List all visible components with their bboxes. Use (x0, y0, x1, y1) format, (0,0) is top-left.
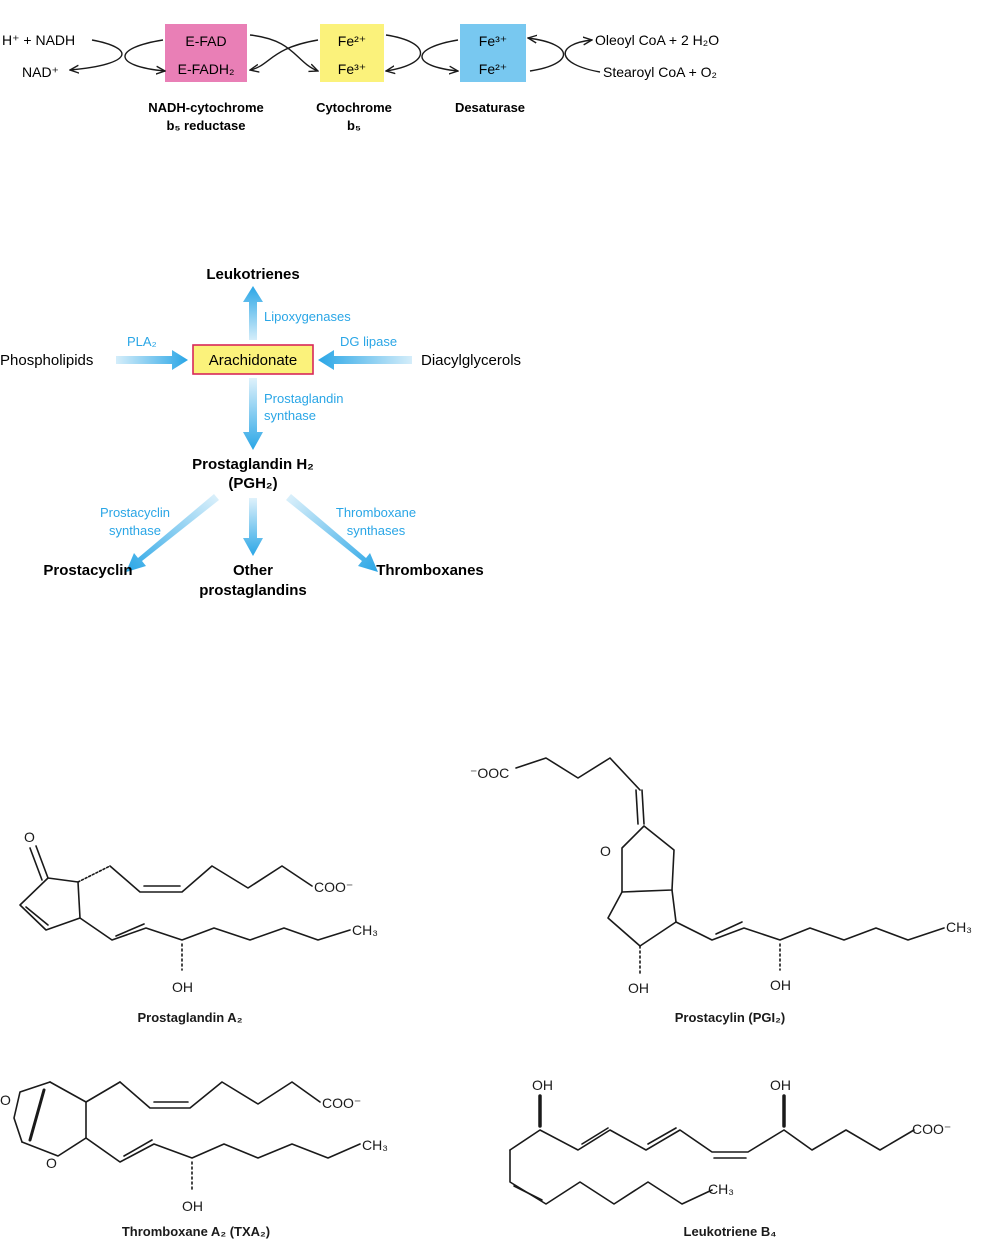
cyt-fe2-label: Fe²⁺ (338, 33, 366, 49)
leukotrienes-label: Leukotrienes (206, 266, 299, 283)
pga2-ch3: CH₃ (352, 922, 378, 938)
txa2-oh: OH (182, 1198, 203, 1214)
cyt-fe3-label: Fe³⁺ (338, 61, 366, 77)
other-prostaglandins-label-2: prostaglandins (199, 582, 307, 599)
txa2-oxygen-2: O (46, 1155, 57, 1171)
desaturase-box (460, 24, 526, 82)
leukotriene-b4-structure (509, 1094, 915, 1205)
prostacyclin-label: Prostacyclin (43, 562, 132, 579)
curved-arrow (249, 34, 318, 71)
curved-arrow (70, 39, 123, 70)
pga2-oxygen: O (24, 829, 35, 845)
txa2-ch3: CH₃ (362, 1137, 388, 1153)
nadh-label: H⁺ + NADH (2, 32, 75, 48)
down-right-arrow (286, 494, 378, 572)
reductase-label: NADH-cytochrome (148, 100, 264, 115)
thromboxanes-label: Thromboxanes (376, 562, 484, 579)
des-fe3-label: Fe³⁺ (479, 33, 507, 49)
pga2-coo: COO⁻ (314, 879, 353, 895)
left-arrow (116, 350, 188, 370)
other-prostaglandins-label: Other (233, 562, 273, 579)
down-arrow (243, 378, 263, 450)
prostaglandin-a2-structure (19, 845, 351, 971)
pga2-oh: OH (172, 979, 193, 995)
desaturase-electron-chain: H⁺ + NADH NAD⁺ E-FAD E-FADH₂ Fe²⁺ Fe³⁺ F… (2, 24, 719, 133)
down-mid-arrow (243, 498, 263, 556)
lipoxygenases-label: Lipoxygenases (264, 309, 351, 324)
e-fad-box (165, 24, 247, 82)
prostaglandin-synthase-label-2: synthase (264, 408, 316, 423)
thromboxane-synthases-label: Thromboxane (336, 505, 416, 520)
arachidonate-box (192, 344, 314, 375)
ltb4-name: Leukotriene B₄ (684, 1224, 777, 1239)
pgi2-ch3: CH₃ (946, 919, 972, 935)
txa2-name: Thromboxane A₂ (TXA₂) (122, 1224, 270, 1239)
prostacyclin-structure (515, 757, 945, 975)
cytochrome-label-2: b₅ (347, 118, 361, 133)
curved-arrow (528, 38, 564, 72)
desaturase-label: Desaturase (455, 100, 525, 115)
ltb4-coo: COO⁻ (912, 1121, 951, 1137)
ltb4-oh-1: OH (532, 1077, 553, 1093)
txa2-oxygen-1: O (0, 1092, 11, 1108)
pgi2-oxygen: O (600, 843, 611, 859)
curved-arrow (564, 40, 601, 73)
ltb4-oh-2: OH (770, 1077, 791, 1093)
diacylglycerols-label: Diacylglycerols (421, 352, 521, 369)
pgi2-coo: ⁻OOC (470, 765, 509, 781)
oleoyl-coa-label: Oleoyl CoA + 2 H₂O (595, 32, 719, 48)
pgi2-oh-1: OH (628, 980, 649, 996)
arachidonate-label: Arachidonate (209, 352, 297, 369)
prostaglandin-synthase-label: Prostaglandin (264, 391, 344, 406)
txa2-coo: COO⁻ (322, 1095, 361, 1111)
pla2-label: PLA₂ (127, 334, 157, 349)
e-fadh2-label: E-FADH₂ (178, 61, 235, 77)
pgh2-label: Prostaglandin H₂ (192, 456, 314, 473)
up-arrow (243, 286, 263, 340)
e-fad-label: E-FAD (185, 33, 226, 49)
curved-arrow (124, 39, 165, 71)
prostacyclin-synthase-label: Prostacyclin (100, 505, 170, 520)
cytochrome-b5-box (320, 24, 384, 82)
stearoyl-coa-label: Stearoyl CoA + O₂ (603, 64, 717, 80)
prostacyclin-synthase-label-2: synthase (109, 523, 161, 538)
des-fe2-label: Fe²⁺ (479, 61, 507, 77)
down-left-arrow (126, 494, 219, 572)
cytochrome-label: Cytochrome (316, 100, 392, 115)
ltb4-ch3: CH₃ (708, 1181, 734, 1197)
curved-arrow (250, 39, 319, 70)
pgh2-abbrev: (PGH₂) (228, 475, 277, 492)
dg-lipase-label: DG lipase (340, 334, 397, 349)
pga2-name: Prostaglandin A₂ (138, 1010, 243, 1025)
phospholipids-label: Phospholipids (0, 352, 93, 369)
curved-arrow (421, 39, 458, 71)
thromboxane-synthases-label-2: synthases (347, 523, 406, 538)
pgi2-name: Prostacylin (PGI₂) (675, 1010, 786, 1025)
curved-arrow (386, 34, 421, 71)
pgi2-oh-2: OH (770, 977, 791, 993)
right-arrow (318, 350, 412, 370)
reductase-label-2: b₅ reductase (167, 118, 246, 133)
thromboxane-a2-structure (13, 1081, 361, 1191)
nad-label: NAD⁺ (22, 64, 59, 80)
